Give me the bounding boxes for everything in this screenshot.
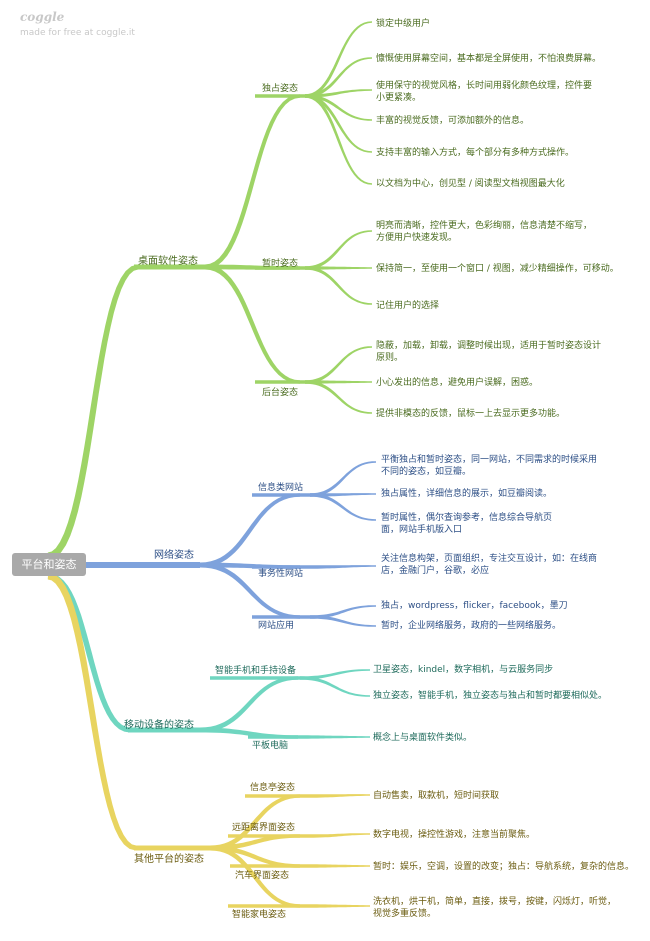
connector-0 (47, 264, 139, 560)
connector-17 (305, 346, 372, 384)
connector-16 (305, 266, 372, 305)
leaf-web-4[interactable]: 关注信息构架，页面组织，专注交互设计，如：在线商店，金融门户，谷歌，必应 (381, 554, 598, 576)
connector-44 (210, 794, 300, 851)
leaf-mobile-2[interactable]: 独立姿态，智能手机，独立姿态与独占和暂时都要相似处。 (373, 691, 608, 701)
connector-2 (204, 94, 301, 270)
connector-40 (300, 676, 370, 697)
branch-desktop[interactable]: 桌面软件姿态 (138, 256, 198, 267)
connector-35 (200, 676, 298, 733)
group-smart-appliance[interactable]: 智能家电姿态 (232, 910, 287, 920)
connector-23 (200, 562, 300, 619)
leaf-desktop-1[interactable]: 锁定中级用户 (376, 19, 431, 29)
leaf-web-5[interactable]: 独占，wordpress，flicker，facebook，墨刀 (381, 601, 568, 611)
leaf-other-2[interactable]: 数字电视，操控性游戏，注意当前聚焦。 (373, 830, 536, 840)
connector-10 (305, 89, 372, 98)
connector-4 (204, 264, 300, 384)
group-kiosk[interactable]: 信息亭姿态 (250, 783, 296, 793)
leaf-web-1[interactable]: 平衡独占和暂时姿态，同一网站，不同需求的时候采用不同的姿态，如豆瓣。 (381, 455, 598, 477)
leaf-mobile-3[interactable]: 概念上与桌面软件类似。 (373, 733, 473, 743)
connector-50 (230, 864, 310, 868)
leaf-other-3[interactable]: 暂时：娱乐，空调，设置的改变；独占：导航系统，复杂的信息。 (373, 862, 635, 872)
connector-34 (128, 727, 200, 733)
branch-web[interactable]: 网络姿态 (154, 550, 194, 561)
coggle-watermark: coggle made for free at coggle.it (20, 10, 135, 38)
connector-29 (310, 493, 376, 521)
connector-46 (210, 845, 300, 868)
connector-51 (228, 904, 310, 908)
connector-55 (310, 904, 370, 908)
connector-15 (305, 266, 372, 270)
connector-1 (134, 264, 205, 270)
connector-53 (310, 833, 370, 838)
leaf-desktop-11[interactable]: 小心发出的信息，避免用户误解，困惑。 (376, 378, 539, 388)
connector-33 (47, 573, 131, 733)
connector-18 (305, 380, 372, 384)
leaf-desktop-3[interactable]: 使用保守的视觉风格，长时间用弱化颜色纹理，控件要小更紧凑。 (376, 81, 593, 103)
group-transient[interactable]: 暂时姿态 (262, 259, 299, 269)
connector-24 (252, 493, 310, 497)
connector-19 (305, 380, 372, 414)
connector-52 (310, 794, 370, 798)
connector-25 (252, 565, 310, 569)
coggle-logo: coggle (20, 10, 65, 24)
connector-31 (310, 605, 376, 619)
connector-43 (134, 845, 210, 851)
connector-27 (310, 461, 376, 497)
leaf-desktop-8[interactable]: 保持简一，至使用一个窗口 / 视图，减少精细操作，可移动。 (376, 264, 619, 274)
root-node[interactable]: 平台和姿态 (12, 553, 86, 576)
connector-14 (305, 230, 372, 270)
group-automotive[interactable]: 汽车界面姿态 (235, 871, 290, 881)
leaf-desktop-6[interactable]: 以文档为中心，创见型 / 阅读型文档视图最大化 (376, 179, 565, 189)
leaf-mobile-1[interactable]: 卫星姿态，kindel，数字相机，与云服务同步 (373, 665, 554, 675)
leaf-desktop-10[interactable]: 隐蔽，加载，卸载，调整时候出现，适用于暂时姿态设计原则。 (376, 341, 602, 363)
leaf-other-4[interactable]: 洗衣机，烘干机，简单，直接，拨号，按键，闪烁灯，听觉，视觉多重反馈。 (373, 897, 617, 919)
connector-41 (300, 735, 370, 739)
group-daemonic[interactable]: 后台姿态 (262, 388, 299, 398)
connector-38 (248, 735, 300, 739)
leaf-other-1[interactable]: 自动售卖，取款机，短时间获取 (373, 791, 500, 801)
group-web-app[interactable]: 网站应用 (258, 621, 295, 631)
leaf-web-6[interactable]: 暂时，企业网络服务，政府的一些网络服务。 (381, 621, 562, 631)
leaf-web-3[interactable]: 暂时属性，偶尔查询参考，信息综合导航页面，网站手机版入口 (381, 513, 553, 535)
connector-20 (86, 562, 200, 568)
connector-11 (305, 94, 372, 121)
leaf-desktop-7[interactable]: 明亮而清晰，控件更大，色彩绚丽，信息清楚不缩写，方便用户快速发现。 (376, 221, 593, 243)
connector-54 (310, 864, 370, 868)
connector-21 (200, 493, 300, 568)
connector-39 (300, 669, 370, 680)
group-handheld[interactable]: 智能手机和手持设备 (215, 666, 297, 676)
connector-45 (210, 834, 300, 851)
leaf-desktop-4[interactable]: 丰富的视觉反馈，可添加额外的信息。 (376, 116, 530, 126)
leaf-desktop-12[interactable]: 提供非模态的反馈，鼠标一上去显示更多功能。 (376, 409, 566, 419)
connector-7 (255, 380, 305, 384)
connector-26 (252, 615, 310, 619)
connector-47 (210, 845, 300, 908)
connector-8 (305, 21, 372, 98)
connector-12 (305, 94, 372, 153)
group-exclusive[interactable]: 独占姿态 (262, 84, 299, 94)
leaf-desktop-9[interactable]: 记住用户的选择 (376, 301, 440, 311)
leaf-web-2[interactable]: 独占属性，详细信息的展示，如豆瓣阅读。 (381, 489, 553, 499)
coggle-tagline: made for free at coggle.it (20, 28, 135, 38)
group-tablet[interactable]: 平板电脑 (252, 741, 289, 751)
connector-42 (47, 572, 137, 851)
connector-9 (305, 57, 372, 98)
connector-30 (310, 565, 376, 569)
leaf-desktop-2[interactable]: 慷慨使用屏幕空间，基本都是全屏使用，不怕浪费屏幕。 (376, 54, 602, 64)
branch-mobile[interactable]: 移动设备的姿态 (124, 720, 194, 731)
connector-48 (245, 794, 310, 798)
connector-5 (255, 94, 305, 98)
connector-6 (255, 266, 305, 270)
connector-32 (310, 615, 376, 627)
leaf-desktop-5[interactable]: 支持丰富的输入方式，每个部分有多种方式操作。 (376, 148, 575, 158)
connector-13 (305, 94, 372, 185)
branch-other[interactable]: 其他平台的姿态 (134, 854, 204, 865)
group-ten-foot[interactable]: 远距离界面姿态 (232, 823, 296, 833)
group-transactional-site[interactable]: 事务性网站 (258, 569, 304, 579)
group-informational-site[interactable]: 信息类网站 (258, 483, 304, 493)
connector-37 (210, 676, 300, 680)
connector-49 (228, 834, 310, 838)
connector-28 (310, 493, 376, 497)
